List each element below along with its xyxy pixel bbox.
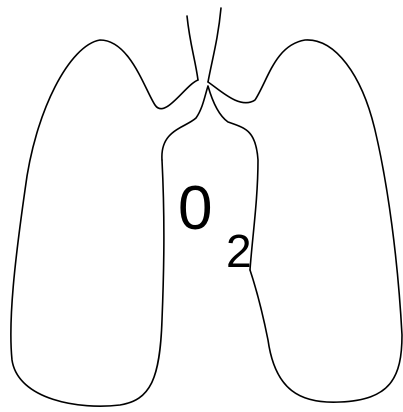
oxygen-label: 0 <box>178 178 212 240</box>
trachea-right-wall <box>208 8 221 82</box>
left-lung-outline <box>11 40 198 406</box>
oxygen-subscript: 2 <box>226 228 252 274</box>
trachea-left-wall <box>187 16 198 80</box>
right-lung-outline <box>208 40 402 402</box>
